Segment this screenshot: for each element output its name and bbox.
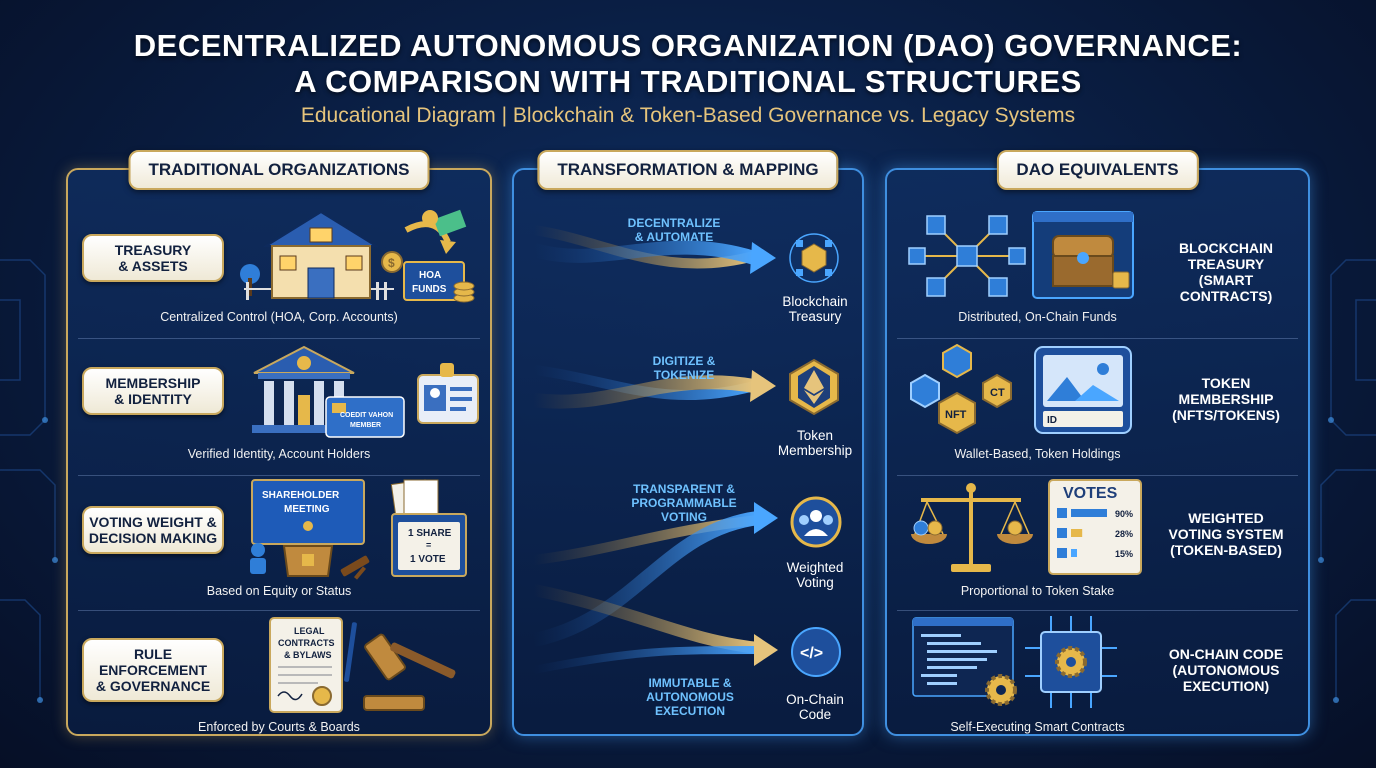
treasure-chest-icon (908, 211, 1134, 299)
vote-bar (1071, 509, 1107, 517)
weighted-voting-label: WEIGHTED VOTING SYSTEM (TOKEN-BASED) (1168, 510, 1284, 558)
weighted-voting-label: Weighted Voting (786, 560, 844, 590)
membership-identity-caption: Verified Identity, Account Holders (187, 447, 371, 461)
row-divider (78, 338, 480, 339)
doc-line-1: LEGAL (294, 626, 325, 636)
row-divider (897, 338, 1298, 339)
row-divider (78, 610, 480, 611)
rule-enforcement-tag: RULE ENFORCEMENT & GOVERNANCE (82, 638, 224, 702)
wallet-icon: CT NFT ID (910, 343, 1132, 435)
chip-gear-icon (912, 616, 1117, 708)
traditional-organizations-header: TRADITIONAL ORGANIZATIONS (128, 150, 430, 190)
hoa-sign-text: HOA (419, 270, 441, 281)
treasury-assets-tag: TREASURY & ASSETS (82, 234, 224, 282)
house-icon: $ HOA FUNDS (240, 209, 475, 303)
treasury-assets-row: TREASURY & ASSETS $ HOA FUNDS Centralize… (68, 200, 490, 339)
screen-line-2: MEETING (284, 504, 330, 515)
vote-percent: 90% (1115, 509, 1133, 519)
blockchain-treasury-caption: Distributed, On-Chain Funds (958, 310, 1117, 324)
flow-text-4: IMMUTABLE & AUTONOMOUS EXECUTION (646, 676, 734, 718)
screen-line-1: SHAREHOLDER (262, 490, 340, 501)
vote-bars: 90% 28% 15% (1057, 508, 1133, 559)
rule-enforcement-caption: Enforced by Courts & Boards (198, 720, 360, 734)
title-line-2: A COMPARISON WITH TRADITIONAL STRUCTURES (294, 64, 1082, 99)
dao-equivalents-panel: DAO EQUIVALENTS BLOCKCHAIN TREASURY (SMA… (885, 150, 1310, 736)
code-icon: </> (791, 627, 841, 677)
vote-checkbox (1057, 548, 1067, 558)
dao-equivalents-header: DAO EQUIVALENTS (996, 150, 1199, 190)
ballot-line-2: = (426, 540, 431, 550)
weighted-voting-row: VOTES 90% 28% 15% WEIGHTED VOTING SYSTEM (… (887, 472, 1308, 611)
flow-arrows: </> (532, 225, 842, 677)
treasury-assets-caption: Centralized Control (HOA, Corp. Accounts… (160, 310, 398, 324)
podium-icon: SHAREHOLDER MEETING 1 SHARE = 1 VOTE (250, 479, 467, 580)
bank-icon: COEDIT VAHON MEMBER (252, 345, 479, 438)
transformation-mapping-header: TRANSFORMATION & MAPPING (537, 150, 839, 190)
on-chain-code-label: On-Chain Code (786, 692, 844, 722)
gavel-icon: LEGAL CONTRACTS & BYLAWS (269, 617, 456, 713)
vote-percent: 15% (1115, 549, 1133, 559)
transformation-mapping-panel: TRANSFORMATION & MAPPING (512, 150, 864, 736)
page-title: DECENTRALIZED AUTONOMOUS ORGANIZATION (D… (0, 28, 1376, 100)
on-chain-code-caption: Self-Executing Smart Contracts (950, 720, 1125, 734)
cube-network-icon (789, 233, 839, 283)
vote-bar (1071, 529, 1083, 537)
votes-title: VOTES (1063, 485, 1118, 502)
doc-line-3: & BYLAWS (284, 650, 332, 660)
blockchain-treasury-row: BLOCKCHAIN TREASURY (SMART CONTRACTS) Di… (887, 200, 1308, 339)
ballot-line-3: 1 VOTE (410, 554, 446, 565)
row-divider (897, 475, 1298, 476)
membership-identity-row: MEMBERSHIP & IDENTITY COEDIT VAHON MEMBE… (68, 335, 490, 476)
svg-text:$: $ (388, 256, 395, 270)
on-chain-code-row: ON-CHAIN CODE (AUTONOMOUS EXECUTION) Sel… (887, 608, 1308, 743)
token-membership-label: Token Membership (777, 428, 853, 458)
token-membership-label: TOKEN MEMBERSHIP (NFTS/TOKENS) (1172, 375, 1280, 423)
scale-icon: VOTES 90% 28% 15% (911, 479, 1142, 575)
nft-token-text: NFT (945, 409, 967, 421)
svg-text:</>: </> (800, 645, 823, 662)
vote-checkbox (1057, 508, 1067, 518)
ethereum-icon (789, 358, 839, 416)
voting-weight-row: VOTING WEIGHT & DECISION MAKING SHAREHOL… (68, 472, 490, 611)
card-line-2: MEMBER (350, 422, 381, 429)
card-line-1: COEDIT VAHON (340, 412, 393, 419)
vote-checkbox (1057, 528, 1067, 538)
ballot-line-1: 1 SHARE (408, 528, 452, 539)
id-text: ID (1047, 415, 1057, 426)
funds-sign-text: FUNDS (412, 284, 447, 295)
token-membership-caption: Wallet-Based, Token Holdings (954, 447, 1121, 461)
svg-text:CT: CT (990, 387, 1005, 399)
rule-enforcement-row: RULE ENFORCEMENT & GOVERNANCE LEGAL CONT… (68, 608, 490, 743)
flow-text-1: DECENTRALIZE & AUTOMATE (627, 216, 721, 244)
vote-percent: 28% (1115, 529, 1133, 539)
row-divider (897, 610, 1298, 611)
row-divider (78, 475, 480, 476)
flow-text-2: DIGITIZE & TOKENIZE (652, 354, 716, 382)
doc-line-2: CONTRACTS (278, 638, 335, 648)
weighted-voting-caption: Proportional to Token Stake (960, 584, 1115, 598)
voting-weight-caption: Based on Equity or Status (206, 584, 352, 598)
group-icon (790, 496, 842, 548)
flow-text-3: TRANSPARENT & PROGRAMMABLE VOTING (631, 482, 737, 524)
blockchain-treasury-label: Blockchain Treasury (782, 294, 848, 324)
token-membership-row: CT NFT ID TOKEN MEMBERSHIP (NFTS/TOKENS)… (887, 335, 1308, 476)
title-line-1: DECENTRALIZED AUTONOMOUS ORGANIZATION (D… (133, 28, 1243, 63)
traditional-organizations-panel: TRADITIONAL ORGANIZATIONS TREASURY & ASS… (66, 150, 492, 736)
page-subtitle: Educational Diagram | Blockchain & Token… (300, 104, 1076, 127)
vote-bar (1071, 549, 1077, 557)
membership-identity-tag: MEMBERSHIP & IDENTITY (82, 367, 224, 415)
on-chain-code-label: ON-CHAIN CODE (AUTONOMOUS EXECUTION) (1168, 646, 1284, 694)
blockchain-treasury-label: BLOCKCHAIN TREASURY (SMART CONTRACTS) (1178, 240, 1274, 304)
voting-weight-tag: VOTING WEIGHT & DECISION MAKING (82, 506, 224, 554)
